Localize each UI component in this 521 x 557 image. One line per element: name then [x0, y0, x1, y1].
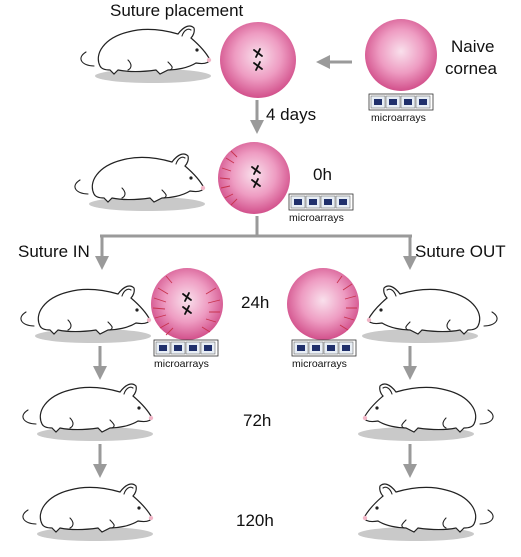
cornea-out-24h	[287, 268, 359, 340]
rat-out-120h	[357, 483, 494, 542]
rat-in-24h	[20, 285, 152, 344]
rat-0h	[74, 153, 206, 212]
suture-out-label: Suture OUT	[415, 242, 506, 261]
cornea-naive	[365, 19, 437, 91]
microarray-chips-0h-icon	[288, 193, 354, 211]
arrow-out-72-to-120	[403, 444, 417, 478]
time-72h-label: 72h	[243, 411, 271, 430]
microarrays-label-out-24h: microarrays	[292, 358, 347, 370]
cornea-sutured	[220, 22, 296, 98]
time-24h-label: 24h	[241, 293, 269, 312]
rat-in-120h	[22, 483, 154, 542]
arrow-four-days	[250, 100, 264, 134]
rat-out-72h	[357, 383, 494, 442]
rat-sutured	[80, 25, 212, 84]
arrow-in-72-to-120	[93, 444, 107, 478]
cornea-0h	[218, 142, 290, 214]
rat-out-24h	[361, 285, 498, 344]
naive-label-line2: cornea	[445, 59, 498, 78]
time-120h-label: 120h	[236, 511, 274, 530]
suture-placement-label: Suture placement	[110, 1, 244, 20]
four-days-label: 4 days	[266, 105, 316, 124]
naive-label-line1: Naive	[451, 37, 494, 56]
microarrays-label-0h: microarrays	[289, 212, 344, 224]
microarray-chips-naive-icon	[368, 93, 434, 111]
time-0h-label: 0h	[313, 165, 332, 184]
microarray-chips-in-24h-icon	[153, 339, 219, 357]
branch-connector	[95, 216, 417, 270]
rat-in-72h	[22, 383, 154, 442]
arrow-in-24-to-72	[93, 346, 107, 380]
microarrays-label-naive: microarrays	[371, 112, 426, 124]
arrow-naive-to-sutured	[316, 55, 352, 69]
arrow-out-24-to-72	[403, 346, 417, 380]
cornea-in-24h	[151, 268, 223, 340]
suture-in-label: Suture IN	[18, 242, 90, 261]
microarray-chips-out-24h-icon	[291, 339, 357, 357]
microarrays-label-in-24h: microarrays	[154, 358, 209, 370]
